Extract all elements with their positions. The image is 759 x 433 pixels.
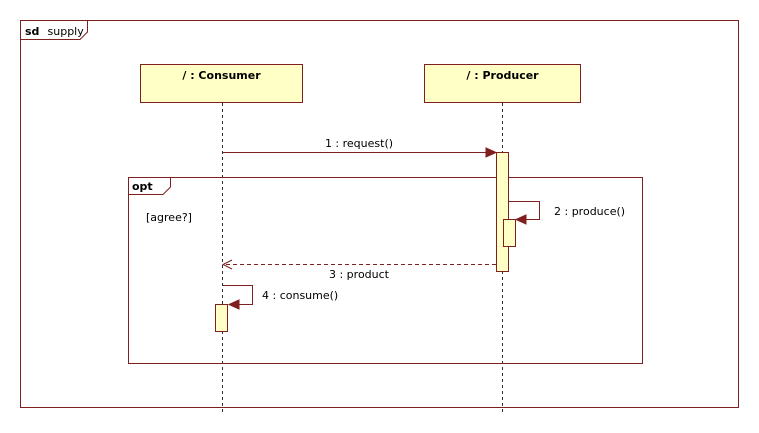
message-request[interactable]: 1 : request() bbox=[223, 137, 498, 158]
sd-frame: sd supply bbox=[20, 20, 739, 408]
lifeline-consumer: / : Consumer bbox=[140, 64, 303, 412]
producer-activation bbox=[496, 152, 509, 272]
message-product-label: 3 : product bbox=[329, 268, 390, 281]
message-produce-arrowhead bbox=[514, 214, 527, 225]
opt-fragment: opt [agree?] bbox=[128, 177, 643, 364]
message-product-arrowhead bbox=[221, 259, 233, 270]
message-produce-label: 2 : produce() bbox=[554, 205, 625, 218]
lifeline-producer-label: / : Producer bbox=[466, 69, 539, 82]
opt-guard-label: [agree?] bbox=[146, 211, 192, 224]
message-consume-label: 4 : consume() bbox=[262, 289, 338, 302]
lifeline-consumer-label: / : Consumer bbox=[182, 69, 261, 82]
message-consume-line bbox=[223, 285, 253, 305]
sd-frame-border bbox=[20, 20, 739, 408]
lifeline-producer-head[interactable] bbox=[424, 64, 581, 103]
producer-produce-activation bbox=[503, 219, 516, 247]
message-request-label: 1 : request() bbox=[325, 137, 393, 150]
sd-keyword: sd bbox=[25, 25, 39, 38]
sd-name: supply bbox=[48, 25, 85, 38]
lifeline-producer: / : Producer bbox=[424, 64, 581, 412]
message-produce-line bbox=[509, 201, 540, 220]
sd-frame-title: sd supply bbox=[25, 20, 84, 39]
opt-fragment-tab bbox=[128, 177, 171, 195]
opt-fragment-border bbox=[128, 177, 643, 364]
message-produce[interactable]: 2 : produce() bbox=[509, 201, 625, 225]
lifeline-consumer-head[interactable] bbox=[140, 64, 303, 103]
message-consume-arrowhead bbox=[227, 299, 240, 310]
message-request-arrowhead bbox=[485, 147, 498, 158]
sd-frame-tab bbox=[20, 20, 88, 40]
message-consume[interactable]: 4 : consume() bbox=[223, 285, 338, 310]
message-product[interactable]: 3 : product bbox=[221, 259, 496, 281]
consumer-consume-activation bbox=[215, 304, 228, 332]
opt-operator-label: opt bbox=[132, 180, 153, 193]
